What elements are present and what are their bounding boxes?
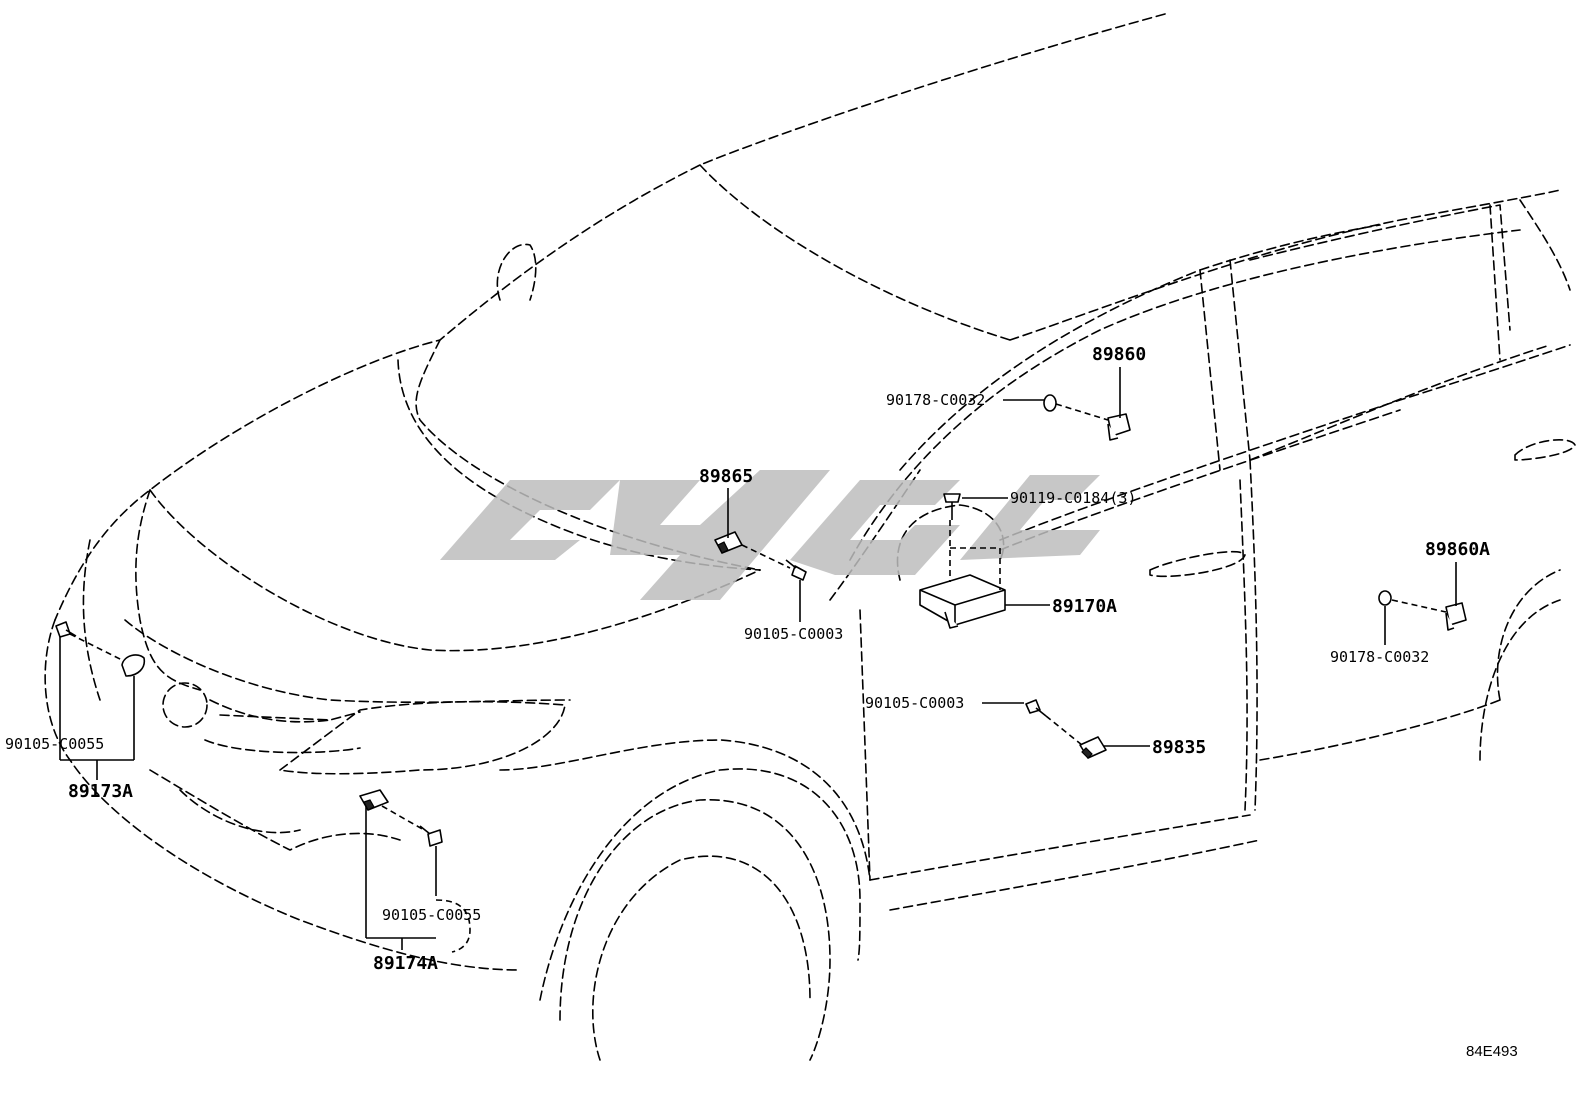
- label-89835[interactable]: 89835: [1152, 737, 1206, 758]
- label-90178-right[interactable]: 90178-C0032: [1330, 648, 1429, 666]
- label-89860A[interactable]: 89860A: [1425, 539, 1490, 560]
- watermark-logo: [440, 470, 1100, 600]
- car-outline: [44, 13, 1576, 1061]
- label-90105-mid[interactable]: 90105-C0003: [744, 625, 843, 643]
- nut-90178-top[interactable]: [1043, 394, 1057, 412]
- nut-90178-right[interactable]: [1378, 590, 1392, 606]
- label-89170A[interactable]: 89170A: [1052, 596, 1117, 617]
- sensor-89860A[interactable]: [1445, 602, 1467, 631]
- label-89865[interactable]: 89865: [699, 466, 753, 487]
- bolt-90105-lower[interactable]: [1025, 699, 1047, 717]
- sensor-89860[interactable]: [1107, 413, 1131, 441]
- sensor-89173A[interactable]: [121, 654, 146, 677]
- label-90178-top[interactable]: 90178-C0032: [886, 391, 985, 409]
- label-90105-bottom[interactable]: 90105-C0055: [382, 906, 481, 924]
- sensor-89835[interactable]: [1079, 736, 1107, 759]
- part-labels: 89860 90178-C0032 89865 90119-C0184(3) 8…: [5, 344, 1518, 1060]
- leader-lines: [59, 367, 1457, 953]
- label-89174A[interactable]: 89174A: [373, 953, 438, 974]
- bolt-90105-bottom[interactable]: [419, 825, 443, 847]
- label-89173A[interactable]: 89173A: [68, 781, 133, 802]
- label-90119[interactable]: 90119-C0184(3): [1010, 489, 1136, 507]
- bolt-90105-mid[interactable]: [785, 559, 807, 581]
- label-90105-left[interactable]: 90105-C0055: [5, 735, 104, 753]
- label-90105-lower[interactable]: 90105-C0003: [865, 694, 964, 712]
- label-89860[interactable]: 89860: [1092, 344, 1146, 365]
- airbag-module-89170A[interactable]: [919, 574, 1006, 629]
- drawing-id: 84E493: [1466, 1043, 1518, 1060]
- bolt-90119[interactable]: [943, 493, 961, 520]
